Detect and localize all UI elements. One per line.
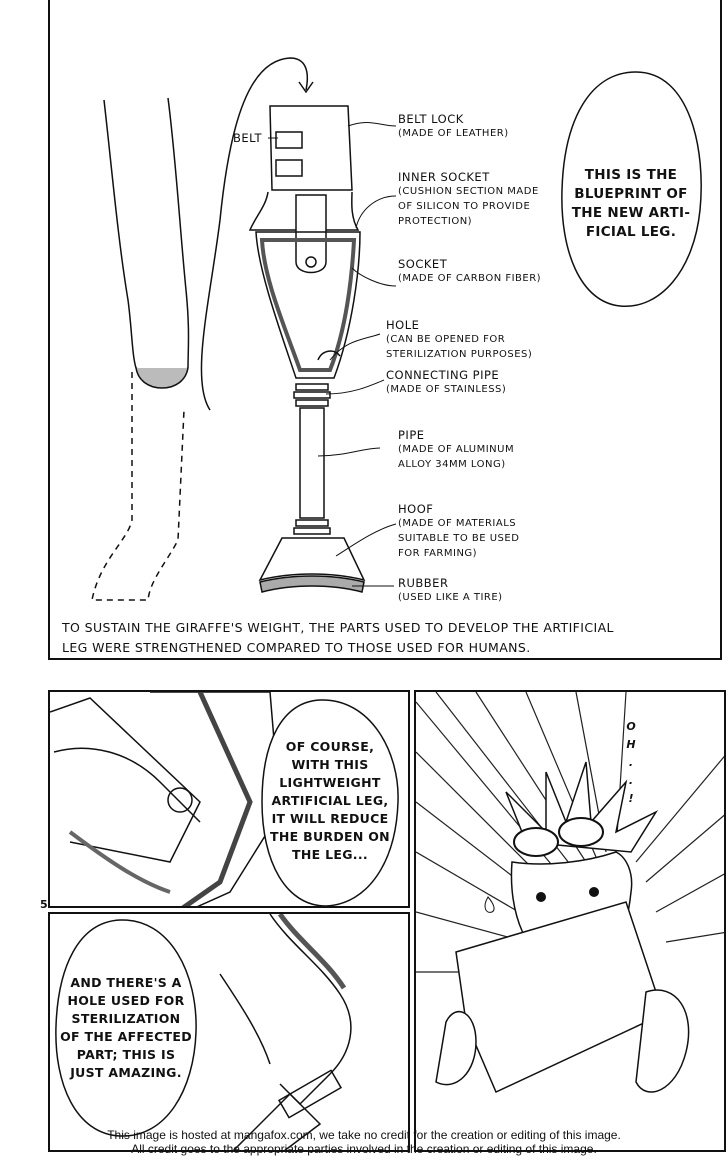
closeup-bottom-bubble-shape [55, 919, 197, 1137]
blueprint-bubble-shape [561, 71, 702, 307]
label-hoof: HOOF (MADE OF MATERIALS SUITABLE TO BE U… [398, 502, 520, 559]
closeup-socket-drawing [55, 914, 352, 1150]
leader-lines [268, 121, 397, 587]
label-connecting-pipe: CONNECTING PIPE (MADE OF STAINLESS) [386, 368, 507, 395]
label-belt: BELT [233, 131, 263, 145]
transfer-arrow [200, 57, 309, 411]
blueprint-caption: TO SUSTAIN THE GIRAFFE'S WEIGHT, THE PAR… [62, 620, 614, 655]
label-inner-socket: INNER SOCKET (CUSHION SECTION MADE OF SI… [398, 170, 539, 227]
prosthetic-leg-drawing [248, 105, 366, 593]
character-panel: O H . . ! [414, 690, 726, 1152]
label-pipe: PIPE (MADE OF ALUMINUM ALLOY 34MM LONG) [398, 428, 515, 470]
closeup-top-bubble-text: OF COURSE, WITH THIS LIGHTWEIGHT ARTIFIC… [270, 739, 390, 862]
sfx-oh: O H . . ! [626, 720, 636, 805]
label-hole: HOLE (CAN BE OPENED FOR STERILIZATION PU… [386, 318, 533, 360]
closeup-bottom-bubble-text: AND THERE'S A HOLE USED FOR STERILIZATIO… [60, 975, 192, 1080]
closeup-strap-drawing [50, 692, 399, 906]
closeup-panel-bottom: AND THERE'S A HOLE USED FOR STERILIZATIO… [48, 912, 410, 1152]
page-number: 5 [40, 898, 48, 911]
label-rubber: RUBBER (USED LIKE A TIRE) [398, 576, 503, 603]
footer-line-2: All credit goes to the appropriate parti… [131, 1142, 597, 1156]
footer-line-1: This image is hosted at mangafox.com, we… [107, 1128, 621, 1142]
blueprint-bubble-text: THIS IS THE BLUEPRINT OF THE NEW ARTI- F… [571, 167, 691, 240]
closeup-panel-top: OF COURSE, WITH THIS LIGHTWEIGHT ARTIFIC… [48, 690, 410, 908]
surprised-character-drawing [416, 692, 724, 1094]
giraffe-leg-drawing [91, 97, 190, 601]
label-socket: SOCKET (MADE OF CARBON FIBER) [398, 257, 542, 284]
label-belt-lock: BELT LOCK (MADE OF LEATHER) [398, 112, 509, 139]
closeup-top-bubble-shape [261, 699, 399, 906]
blueprint-drawing [91, 57, 702, 601]
